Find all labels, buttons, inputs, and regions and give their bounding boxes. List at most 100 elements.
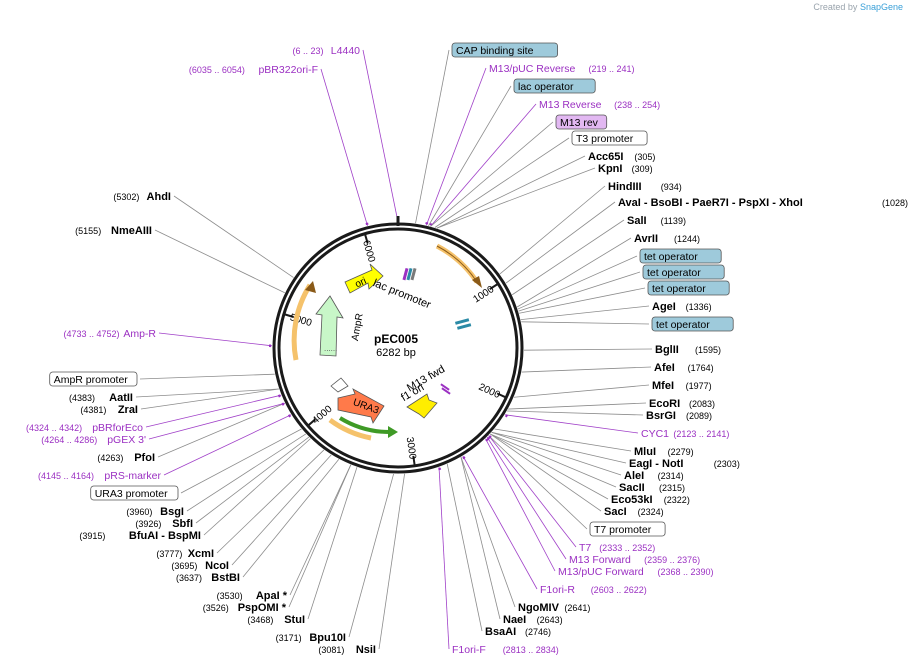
leader-line [511, 219, 625, 296]
leader-line [289, 464, 352, 596]
label-l4440: L4440(6 .. 23) [292, 45, 360, 57]
label-name: SalI [627, 215, 647, 227]
label-name: PfoI [134, 452, 155, 464]
label-pgex-3: pGEX 3'(4264 .. 4286) [41, 434, 146, 446]
lacz-arc-feature [435, 243, 480, 284]
label-location: (305) [634, 152, 655, 162]
label-name: MluI [634, 446, 656, 458]
label-name: BsgI [160, 506, 184, 518]
label-avai-bsobi-paer7i-pspxi-xhoi: AvaI - BsoBI - PaeR7I - PspXI - XhoI(102… [618, 197, 908, 209]
leader-line [507, 410, 644, 416]
label-bsrgi: BsrGI(2089) [646, 410, 712, 422]
label-name: XcmI [188, 548, 214, 560]
label-name: EcoRI [649, 398, 680, 410]
ampr-promoter-arc [291, 283, 313, 361]
label-name: ApaI * [256, 590, 288, 602]
label-name: pBR322ori-F [258, 64, 318, 76]
label-location: (3526) [203, 603, 229, 613]
label-name: T7 promoter [594, 524, 652, 536]
label-name: Amp-R [123, 328, 156, 340]
label-location: (4381) [80, 405, 106, 415]
leader-line [378, 473, 405, 650]
leader-line [491, 431, 627, 464]
leader-line [186, 433, 307, 512]
label-xcmi: XcmI(3777) [156, 548, 214, 560]
label-t3-promoter: T3 promoter [571, 130, 648, 146]
label-bsaai: BsaAI(2746) [485, 626, 551, 638]
label-cyc1: CYC1(2123 .. 2141) [641, 428, 729, 440]
ring-tick [496, 392, 507, 399]
label-t7: T7(2333 .. 2352) [579, 542, 655, 554]
label-sbfi: SbfI(3926) [135, 518, 193, 530]
label-tet-operator: tet operator [639, 248, 722, 264]
leader-line [517, 255, 638, 310]
ring-tick [307, 418, 317, 427]
leader-line [195, 436, 310, 524]
label-bglii: BglII(1595) [655, 344, 721, 356]
leader-line [486, 436, 567, 560]
label-name: M13/pUC Forward [558, 566, 644, 578]
leader-line [242, 458, 340, 578]
leader-line [148, 402, 285, 440]
label-name: AgeI [652, 301, 676, 313]
label-name: pBRforEco [92, 422, 143, 434]
leader-line [163, 414, 292, 476]
label-name: Bpu10I [309, 632, 346, 644]
leader-line [505, 201, 616, 284]
leader-line [158, 332, 273, 347]
label-box [555, 114, 608, 130]
label-location: (3468) [247, 615, 273, 625]
leader-line [489, 433, 617, 488]
features: ...... [291, 243, 482, 441]
leader-line [504, 414, 639, 434]
leader-line [430, 121, 554, 227]
plasmid-length: 6282 bp [376, 347, 416, 359]
label-t7-promoter: T7 promoter [589, 521, 666, 537]
label-name: NgoMIV [518, 602, 560, 614]
label-location: (3960) [126, 507, 152, 517]
label-ampr-promoter: AmpR promoter [49, 371, 138, 387]
label-name: MfeI [652, 380, 674, 392]
label-location: (2333 .. 2352) [599, 543, 655, 553]
label-hindiii: HindIII(934) [608, 181, 682, 193]
leader-line [231, 454, 332, 566]
label-location: (2089) [686, 411, 712, 421]
label-location: (2324) [638, 507, 664, 517]
label-box [90, 485, 179, 501]
leader-line [436, 167, 596, 229]
created-by-text: Created by [813, 2, 858, 12]
label-f1ori-r: F1ori-R(2603 .. 2622) [540, 584, 647, 596]
label-location: (3081) [318, 645, 344, 655]
leader-line [494, 428, 632, 452]
label-name: SacI [604, 506, 627, 518]
ring-tick-label: 2000 [477, 382, 502, 401]
label-naei: NaeI(2643) [503, 614, 563, 626]
label-location: (1336) [686, 302, 712, 312]
ring-tick [489, 282, 499, 290]
label-location: (2641) [564, 603, 590, 613]
leader-line [135, 388, 279, 398]
label-location: (2813 .. 2834) [503, 645, 559, 655]
label-ura3-promoter: URA3 promoter [90, 485, 179, 501]
label-name: SbfI [172, 518, 193, 530]
label-name: M13 Reverse [539, 99, 602, 111]
label-name: tet operator [652, 283, 706, 295]
label-location: (1139) [661, 216, 686, 226]
label-name: AvrII [634, 233, 658, 245]
label-location: (3171) [276, 633, 302, 643]
primer-site-mark [277, 394, 281, 398]
label-name: SacII [619, 482, 645, 494]
label-tet-operator: tet operator [647, 280, 730, 296]
ring-tick [363, 233, 369, 244]
label-location: (2279) [668, 447, 694, 457]
label-cap-binding-site: CAP binding site [451, 42, 558, 58]
leader-line [434, 137, 570, 228]
leader-line [489, 433, 602, 512]
label-m13-puc-forward: M13/pUC Forward(2368 .. 2390) [558, 566, 714, 578]
label-zrai: ZraI(4381) [80, 404, 138, 416]
label-location: (5302) [113, 192, 139, 202]
leader-line [362, 49, 399, 223]
label-m13-forward: M13 Forward(2359 .. 2376) [569, 554, 700, 566]
label-bsgi: BsgI (3960) [126, 506, 184, 518]
label-location: (4383) [69, 393, 95, 403]
